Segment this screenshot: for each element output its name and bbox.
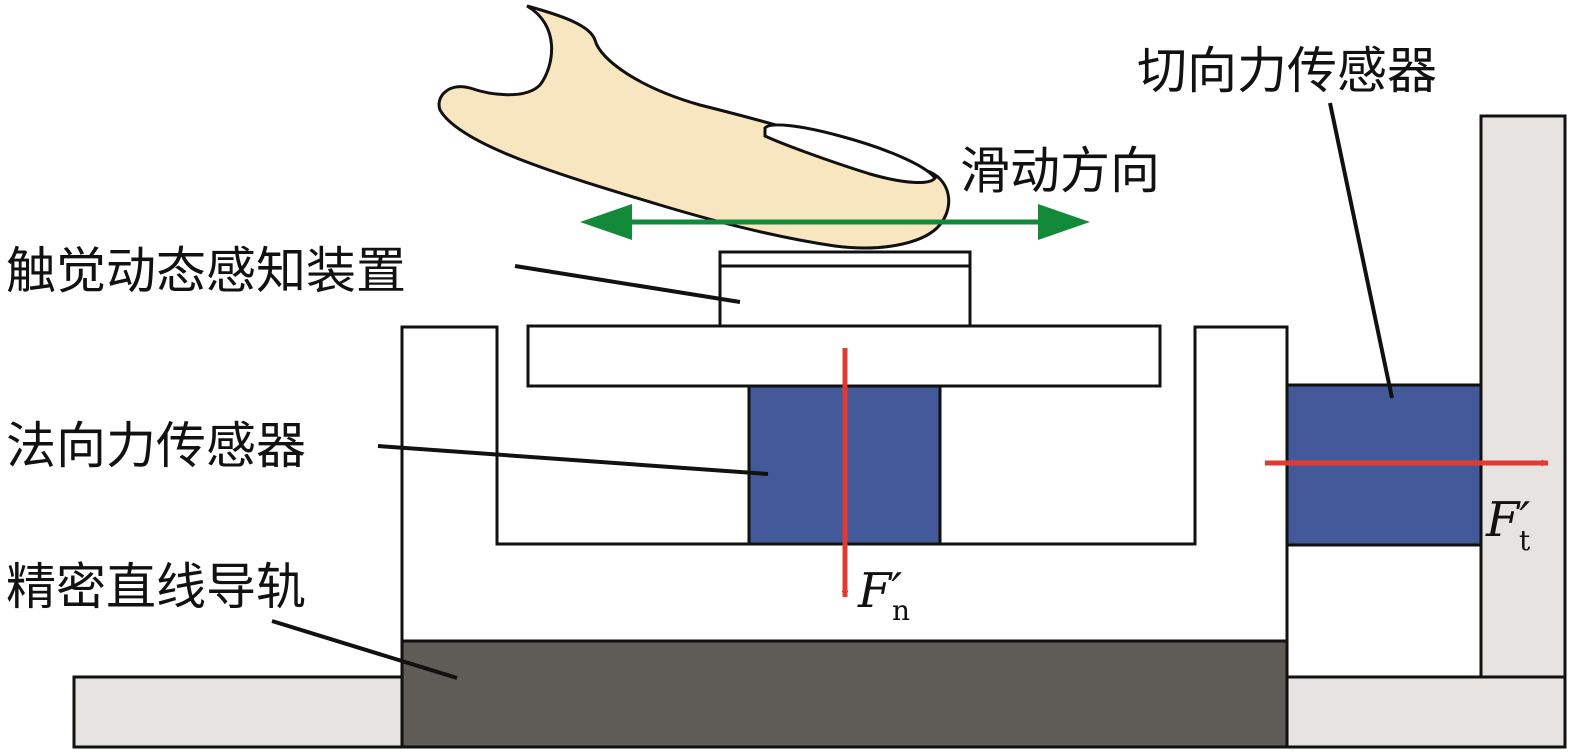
finger-illustration <box>437 4 951 250</box>
leader-tangential-sensor <box>1328 102 1394 399</box>
fingernail <box>763 123 937 185</box>
svg-text:F′: F′ <box>1485 492 1530 548</box>
right-vertical-wall <box>1479 114 1567 679</box>
label-tactile-device: 触觉动态感知装置 <box>6 242 406 300</box>
slide-direction-arrow-right-head <box>1038 204 1090 240</box>
label-slide-direction: 滑动方向 <box>960 142 1160 200</box>
leader-linear-guide <box>271 619 458 680</box>
label-linear-guide: 精密直线导轨 <box>6 558 306 616</box>
slide-direction-arrow-left-head <box>580 204 632 240</box>
normal-force-symbol: F <box>857 563 893 619</box>
tangential-force-prime: ′ <box>1519 492 1530 548</box>
tangential-force-label: F′ t <box>1485 492 1531 557</box>
linear-guide-rail <box>400 639 1289 749</box>
svg-text:F′: F′ <box>857 563 902 619</box>
normal-force-subscript: n <box>892 594 910 627</box>
normal-force-prime: ′ <box>891 563 902 619</box>
label-normal-sensor: 法向力传感器 <box>6 417 306 475</box>
tangential-force-symbol: F <box>1485 492 1521 548</box>
left-base-block <box>72 675 404 749</box>
right-base-block <box>1285 675 1567 749</box>
tangential-force-subscript: t <box>1519 524 1531 557</box>
tactile-device-body <box>718 250 972 328</box>
label-tangential-sensor: 切向力传感器 <box>1137 42 1437 100</box>
leader-normal-sensor <box>377 444 769 476</box>
leader-tactile-device <box>514 264 741 304</box>
normal-force-label: F′ n <box>857 563 910 627</box>
